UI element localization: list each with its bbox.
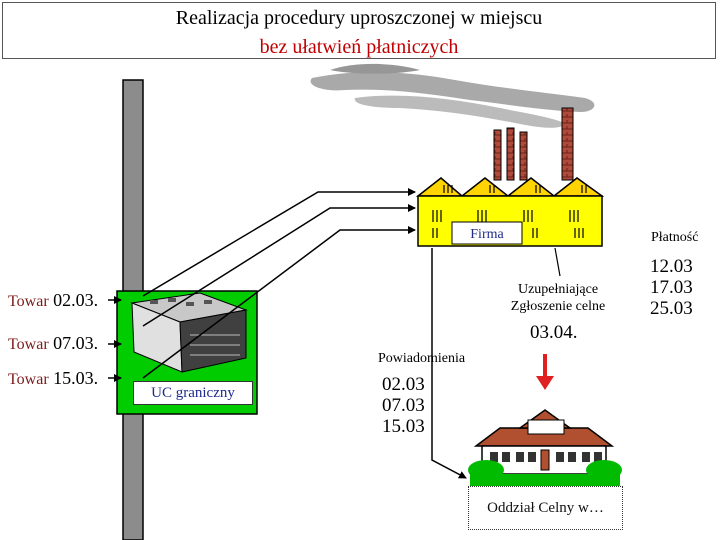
towar-date: 02.03. xyxy=(53,290,99,310)
uzupelniajace-label: Uzupełniające Zgłoszenie celne xyxy=(502,281,614,315)
firma-label-box xyxy=(451,221,523,245)
towar-date: 15.03. xyxy=(53,368,99,388)
chimney-icon xyxy=(493,107,574,181)
platnosc-dates: 12.03 17.03 25.03 xyxy=(650,256,693,319)
platnosc-date: 17.03 xyxy=(650,277,693,298)
oddzial-celny-label: Oddział Celny w… xyxy=(468,486,623,530)
uzupelniajace-line-1: Uzupełniające xyxy=(517,282,599,297)
platnosc-date: 25.03 xyxy=(650,298,693,319)
towar-entry-3: Towar 15.03. xyxy=(8,368,98,389)
title-box: Realizacja procedury uproszczonej w miej… xyxy=(2,2,716,59)
uzupelniajace-link xyxy=(554,247,561,277)
towar-word: Towar xyxy=(8,336,49,353)
platnosc-date: 12.03 xyxy=(650,256,693,277)
powiadomienia-date: 02.03 xyxy=(382,374,425,395)
powiadomienia-dates: 02.03 07.03 15.03 xyxy=(382,374,425,437)
flow-to-firma-arrow xyxy=(142,188,416,379)
towar-arrow xyxy=(108,296,122,382)
uzupelniajace-line-2: Zgłoszenie celne xyxy=(510,299,606,314)
towar-word: Towar xyxy=(8,371,49,388)
uzupelniajace-date: 03.04. xyxy=(530,322,578,343)
powiadomienia-label: Powiadomienia xyxy=(378,351,466,366)
title-line-2: bez ułatwień płatniczych xyxy=(259,36,459,58)
firma-label: Firma xyxy=(470,227,504,242)
title-line-1: Realizacja procedury uproszczonej w miej… xyxy=(175,7,543,29)
customs-office-house xyxy=(468,409,622,490)
towar-word: Towar xyxy=(8,293,49,310)
powiadomienia-date: 15.03 xyxy=(382,416,425,437)
towar-entry-2: Towar 07.03. xyxy=(8,333,98,354)
uc-graniczny-label: UC graniczny xyxy=(133,381,253,405)
powiadomienia-date: 07.03 xyxy=(382,395,425,416)
powiadomienia-arrow xyxy=(431,248,467,479)
towar-entry-1: Towar 02.03. xyxy=(8,290,98,311)
smoke-icon xyxy=(310,63,595,128)
towar-date: 07.03. xyxy=(53,333,99,353)
platnosc-label: Płatność xyxy=(651,230,699,245)
red-down-arrow xyxy=(536,354,554,390)
